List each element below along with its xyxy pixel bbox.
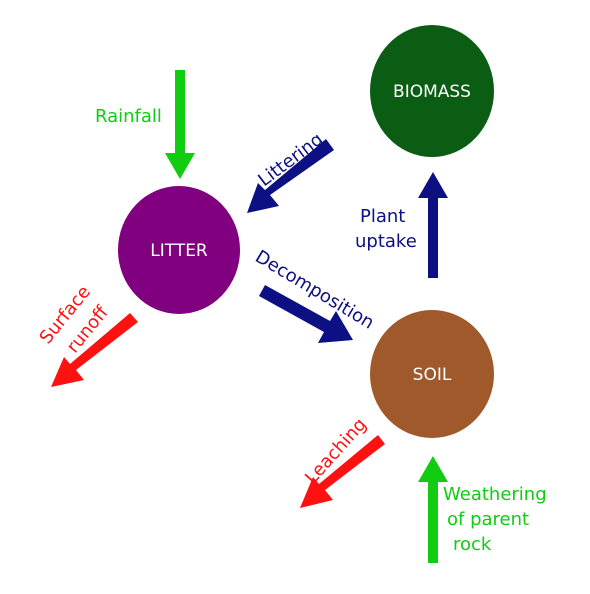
rainfall-label: Rainfall [95, 106, 162, 127]
plant-uptake-label-line1: Plant [360, 206, 405, 227]
soil-node [370, 310, 494, 438]
weathering-label-line1: Weathering [443, 484, 547, 505]
surface-runoff-arrow [51, 313, 138, 387]
plant-uptake-label-line2: uptake [355, 231, 417, 252]
weathering-arrow [418, 456, 448, 563]
litter-label: LITTER [150, 241, 208, 261]
littering-arrow [247, 139, 334, 213]
leaching-arrow [300, 435, 385, 508]
decomposition-arrow [259, 285, 353, 343]
litter-node [118, 186, 240, 314]
soil-label: SOIL [413, 365, 452, 385]
biomass-label: BIOMASS [393, 82, 471, 102]
weathering-label-line2: of parent [447, 509, 529, 530]
plant-uptake-arrow [418, 172, 448, 278]
weathering-label-line3: rock [453, 534, 492, 555]
rainfall-arrow [165, 70, 195, 179]
biomass-node [370, 25, 494, 157]
